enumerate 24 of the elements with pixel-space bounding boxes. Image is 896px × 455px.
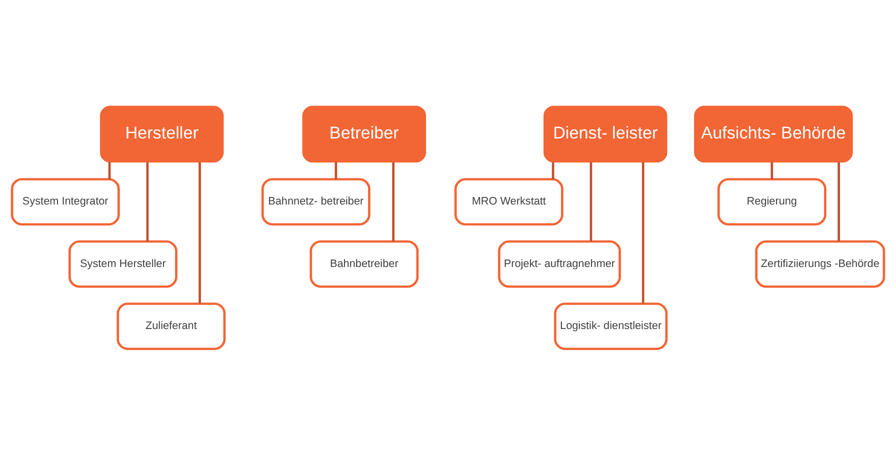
node-box: Projekt- auftragnehmer (498, 240, 621, 288)
node-box: Logistik- dienstleister (554, 302, 668, 350)
node-box: MRO Werkstatt (454, 178, 564, 226)
node-box: Dienst- leister (544, 106, 668, 163)
node-box: Zertifiziierungs -Behörde (755, 240, 886, 288)
node-box: System Integrator (10, 178, 120, 226)
connector (590, 162, 592, 242)
node-box: Bahnnetz- betreiber (261, 178, 370, 226)
connector (392, 162, 394, 242)
connector (552, 162, 554, 180)
node-box: Betreiber (302, 106, 426, 163)
node-box: Hersteller (100, 106, 224, 163)
connector (770, 162, 774, 180)
connector (146, 162, 149, 242)
node-box: Zulieferant (116, 302, 226, 350)
connector (334, 162, 338, 180)
node-box: Bahnbetreiber (310, 240, 419, 288)
node-box: Aufsichts- Behörde (694, 106, 853, 163)
node-box: Regierung (717, 178, 826, 226)
connector (198, 162, 201, 304)
node-box: System Hersteller (68, 240, 178, 288)
connector (642, 162, 644, 304)
connector (838, 162, 840, 242)
connector (108, 162, 111, 180)
